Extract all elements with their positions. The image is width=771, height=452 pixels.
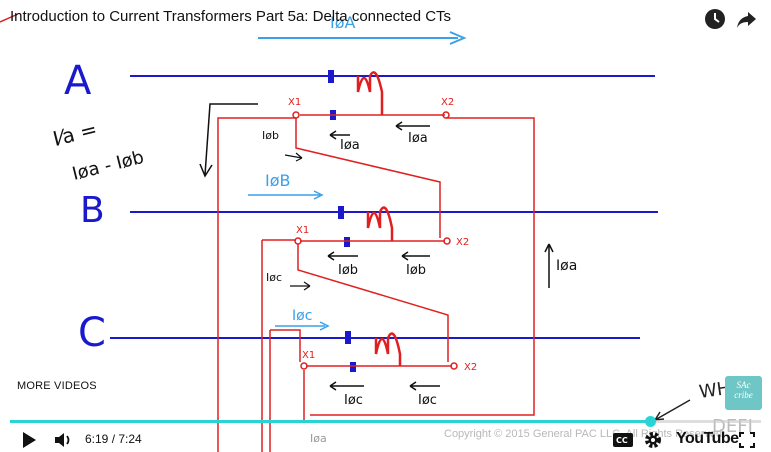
fullscreen-icon (739, 432, 755, 448)
label-right-side: Iøa (556, 258, 577, 274)
phase-label-b: B (80, 190, 105, 231)
volume-button[interactable] (52, 430, 74, 450)
play-icon (23, 432, 36, 448)
terminal-x1-a: X1 (288, 97, 301, 108)
phase-label-a: A (64, 58, 92, 104)
label-b-blue: IøB (265, 171, 290, 190)
captions-button[interactable]: CC (612, 430, 634, 450)
time-display: 6:19 / 7:24 (85, 432, 142, 446)
share-icon[interactable] (736, 8, 758, 30)
play-button[interactable] (18, 430, 40, 450)
terminal-x1-b: X1 (296, 225, 309, 236)
more-videos-button[interactable]: MORE VIDEOS (17, 380, 97, 392)
progress-scrubber[interactable] (644, 416, 656, 427)
label-b-secondary: Iøb (406, 263, 426, 278)
video-title[interactable]: Introduction to Current Transformers Par… (10, 8, 452, 25)
watch-later-icon[interactable] (704, 8, 726, 30)
fullscreen-button[interactable] (738, 430, 756, 450)
terminal-x2-b: X2 (456, 237, 469, 248)
label-a-secondary: Iøa (408, 131, 428, 146)
label-a-primary: Iøa (340, 138, 360, 153)
label-c-blue: Iøc (292, 308, 312, 324)
terminal-x2-c: X2 (464, 362, 477, 373)
volume-icon (55, 433, 70, 447)
terminal-x1-c: X1 (302, 350, 315, 361)
progress-fill (10, 420, 650, 423)
captions-icon: CC (613, 433, 633, 447)
gear-icon (645, 432, 661, 448)
terminal-x2-a: X2 (441, 97, 454, 108)
label-c-secondary: Iøc (418, 393, 437, 408)
label-b-primary: Iøb (338, 263, 358, 278)
svg-text:CC: CC (616, 436, 628, 445)
label-oc-small: Iøc (266, 271, 282, 284)
equation-line-2: Iøa - Iøb (70, 147, 146, 185)
label-ob-small: Iøb (262, 129, 279, 142)
top-current-label: IøA (330, 13, 356, 32)
label-bottom-partial: Iøa (310, 432, 327, 445)
settings-button[interactable] (642, 430, 664, 450)
phase-label-c: C (78, 310, 106, 356)
label-c-primary: Iøc (344, 393, 363, 408)
youtube-logo[interactable]: YouTube (676, 430, 739, 447)
progress-bar[interactable] (10, 416, 761, 427)
equation-line-1: I⁄a = (50, 117, 99, 151)
